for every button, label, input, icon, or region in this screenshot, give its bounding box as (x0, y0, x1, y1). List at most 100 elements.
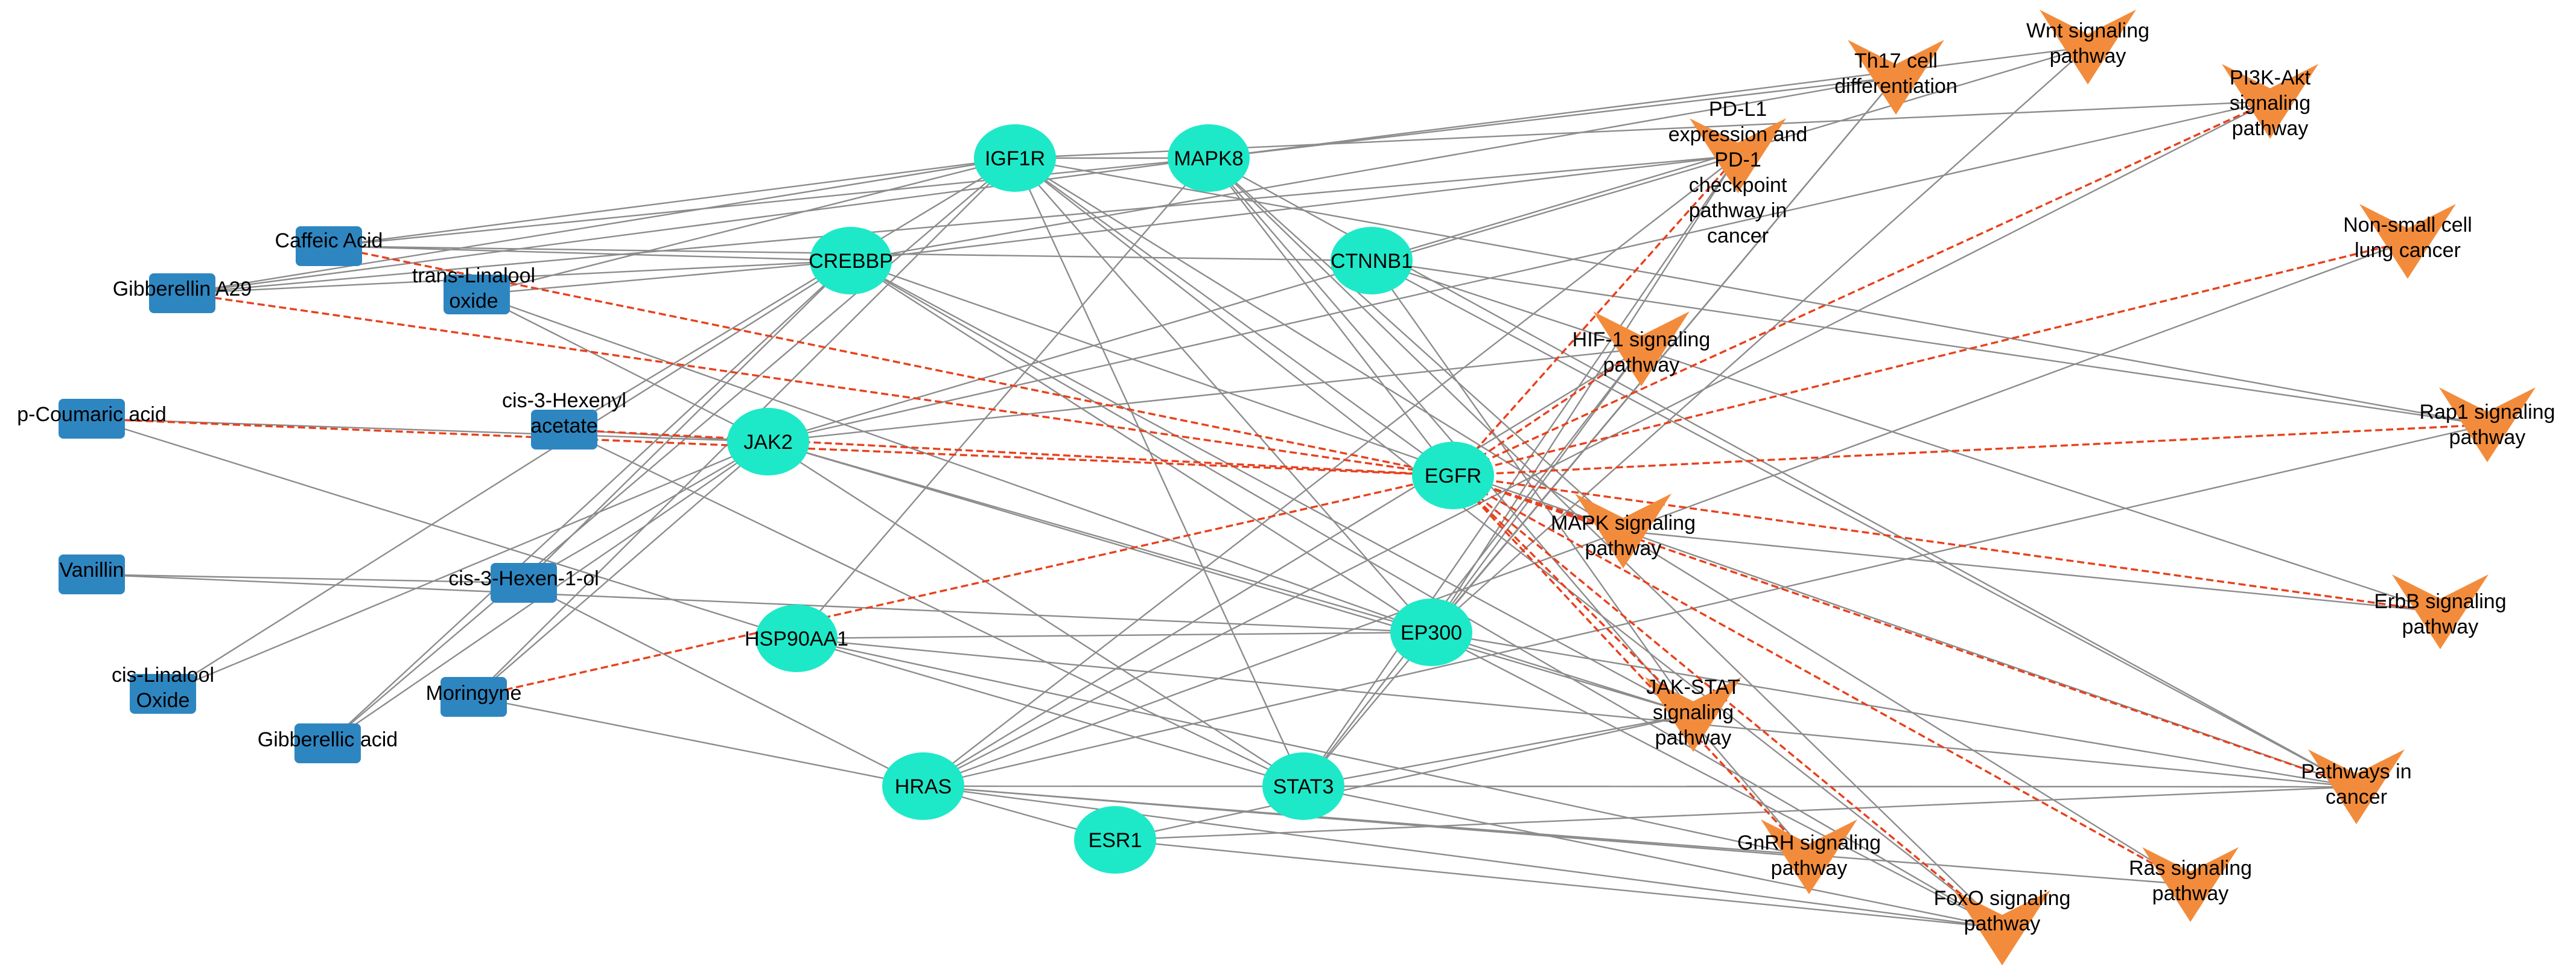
target-node-crebbp[interactable] (810, 227, 892, 294)
highlight-edge-cis_3_hexenyl_acetate-egfr (564, 428, 1454, 477)
edge-crebbp-foxo (850, 259, 2003, 929)
compound-node-cis_3_hexenyl_acetate[interactable] (531, 410, 597, 450)
edge-hras-hif1 (923, 348, 1642, 787)
edge-ep300-pdl1 (1430, 155, 1739, 633)
pathway-node-gnrh[interactable] (1761, 819, 1857, 894)
pathway-node-ras[interactable] (2142, 847, 2239, 922)
edge-gibberellin_a29-mapk8 (182, 157, 1209, 294)
edge-mapk8-foxo (1208, 157, 2003, 929)
edge-vanillin-ep300 (91, 573, 1432, 634)
highlight-edge-moringyne-egfr (473, 474, 1454, 698)
edge-ep300-foxo (1431, 631, 2003, 929)
highlight-edge-egfr-nsclc (1452, 240, 2408, 477)
compound-node-caffeic[interactable] (296, 226, 362, 266)
pathway-node-rap1[interactable] (2439, 387, 2536, 462)
highlight-edge-egfr-jakstat (1452, 474, 1694, 716)
compound-label-cis_3_hexen_1_ol: cis-3-Hexen-1-ol (448, 567, 599, 590)
target-node-hsp90aa1[interactable] (755, 605, 838, 672)
compound-node-vanillin[interactable] (59, 554, 125, 594)
edge-cis_3_hexenyl_acetate-igf1r (564, 157, 1016, 431)
edge-hsp90aa1-stat3 (796, 637, 1304, 787)
target-label-mapk8: MAPK8 (1174, 147, 1243, 170)
edge-mapk8-th17 (1208, 76, 1897, 159)
compound-node-gibberellic[interactable] (294, 723, 361, 763)
edge-esr1-foxo (1115, 839, 2003, 929)
edge-trans_linalool_oxide-igf1r (476, 157, 1016, 296)
edge-caffeic-igf1r (328, 157, 1016, 247)
edge-cis_linalool_oxide-crebbp (162, 259, 851, 695)
target-label-stat3: STAT3 (1273, 775, 1334, 798)
edge-igf1r-stat3 (1014, 157, 1305, 787)
highlight-edge-egfr-gnrh (1452, 474, 1810, 858)
edge-mapk8-gnrh (1208, 157, 1810, 857)
edge-ep300-hif1 (1431, 348, 1642, 633)
compound-label-gibberellin_a29: Gibberellin A29 (113, 278, 252, 300)
compound-label-p_coumaric: p-Coumaric acid (17, 403, 167, 426)
target-node-esr1[interactable] (1074, 806, 1156, 874)
compound-label-vanillin: Vanillin (59, 559, 124, 582)
compound-node-cis_3_hexen_1_ol[interactable] (491, 563, 557, 603)
edge-igf1r-ep300 (1014, 157, 1432, 633)
edge-trans_linalool_oxide-crebbp (476, 259, 851, 296)
target-node-stat3[interactable] (1262, 752, 1344, 820)
edge-mapk-erbb (1623, 530, 2441, 613)
edge-hras-rap1 (923, 424, 2488, 787)
compound-node-gibberellin_a29[interactable] (149, 273, 215, 313)
edge-mapk8-wnt (1208, 46, 2088, 159)
edge-hsp90aa1-gnrh (796, 637, 1810, 858)
highlight-edge-egfr-rap1 (1452, 424, 2488, 477)
pathway-node-wnt[interactable] (2040, 10, 2136, 84)
edge-jak2-jakstat (768, 440, 1694, 716)
highlight-edge-egfr-mapk (1452, 474, 1624, 532)
edge-ctnnb1-rap1 (1371, 259, 2488, 426)
edge-jak2-ep300 (768, 440, 1432, 634)
pathway-node-hif1[interactable] (1593, 311, 1690, 386)
edge-crebbp-jakstat (850, 259, 1694, 716)
target-label-egfr: EGFR (1425, 465, 1481, 488)
edge-ep300-wnt (1431, 46, 2088, 633)
target-node-egfr[interactable] (1412, 442, 1494, 509)
target-node-ep300[interactable] (1390, 599, 1472, 666)
pathway-node-jakstat[interactable] (1645, 677, 1741, 752)
target-node-mapk8[interactable] (1168, 124, 1250, 192)
pathway-node-mapk[interactable] (1575, 494, 1671, 568)
target-node-hras[interactable] (882, 752, 964, 820)
edge-stat3-pdl1 (1303, 155, 1738, 787)
edge-stat3-th17 (1303, 77, 1897, 787)
pathway-node-pi3k[interactable] (2222, 64, 2318, 139)
edge-jak2-stat3 (768, 440, 1304, 787)
edge-jak2-hif1 (768, 348, 1642, 443)
target-label-hsp90aa1: HSP90AA1 (745, 627, 848, 650)
highlight-edge-egfr-pdl1 (1452, 154, 1739, 477)
edge-gibberellin_a29-pdl1 (182, 154, 1738, 294)
edge-hras-pi3k (923, 100, 2271, 787)
pathway-node-foxo[interactable] (1954, 891, 2050, 965)
compound-node-cis_linalool_oxide[interactable] (130, 674, 196, 714)
pathway-node-cancer[interactable] (2308, 749, 2405, 824)
target-node-jak2[interactable] (727, 408, 809, 475)
target-node-igf1r[interactable] (974, 124, 1056, 192)
pathway-node-nsclc[interactable] (2359, 204, 2456, 279)
edge-caffeic-crebbp (328, 245, 851, 262)
compound-node-trans_linalool_oxide[interactable] (444, 275, 510, 314)
target-label-igf1r: IGF1R (985, 147, 1045, 170)
pathway-node-erbb[interactable] (2392, 574, 2489, 649)
pathway-node-th17[interactable] (1848, 40, 1944, 115)
edge-p_coumaric-hsp90aa1 (91, 418, 797, 640)
pathway-node-pdl1[interactable] (1690, 118, 1786, 193)
compound-node-p_coumaric[interactable] (59, 399, 125, 439)
target-node-ctnnb1[interactable] (1331, 227, 1413, 294)
target-label-ep300: EP300 (1401, 621, 1462, 644)
compound-node-moringyne[interactable] (440, 677, 507, 717)
